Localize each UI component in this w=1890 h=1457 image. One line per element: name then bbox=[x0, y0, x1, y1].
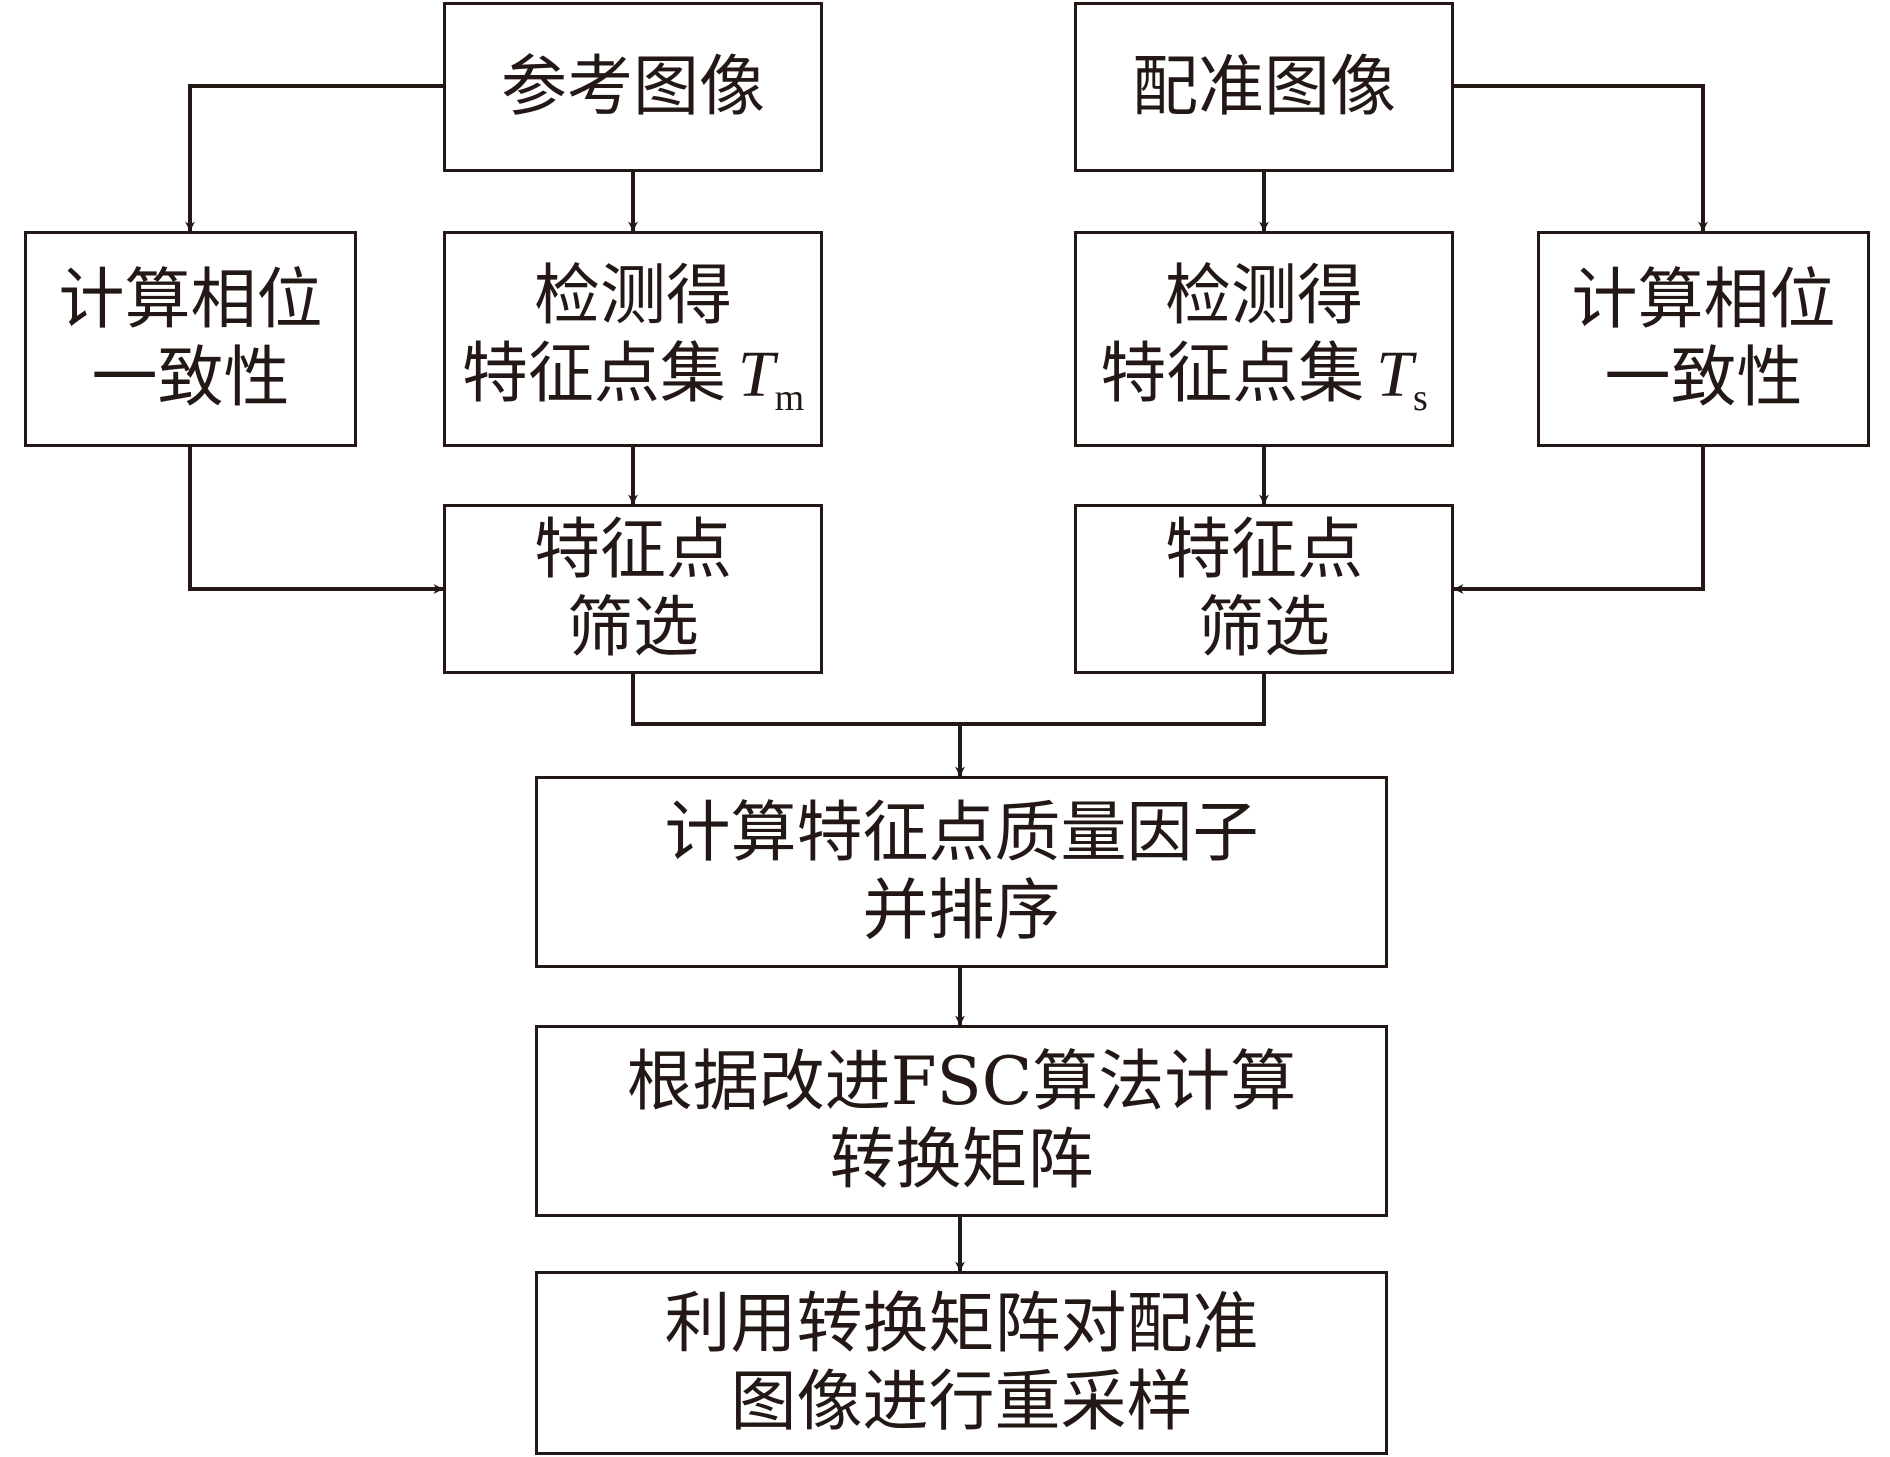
reference-image-label: 参考图像 bbox=[501, 48, 765, 126]
phase-congruency-left-box: 计算相位 一致性 bbox=[24, 231, 357, 447]
feature-set-subscript-right: s bbox=[1412, 377, 1428, 420]
feature-set-symbol-left: T bbox=[737, 338, 775, 412]
phase-congruency-right-line2: 一致性 bbox=[1604, 339, 1803, 416]
feature-filter-left-line2: 筛选 bbox=[567, 589, 699, 666]
quality-factor-line2: 并排序 bbox=[862, 872, 1061, 949]
phase-congruency-right-box: 计算相位 一致性 bbox=[1537, 231, 1870, 447]
transform-matrix-box: 根据改进FSC算法计算 转换矩阵 bbox=[535, 1025, 1388, 1217]
phase-congruency-left-line1: 计算相位 bbox=[58, 261, 323, 339]
phase-left-to-filter-arrow bbox=[188, 447, 444, 594]
detect-features-right-line1: 检测得 bbox=[1165, 257, 1363, 335]
transform-matrix-line1: 根据改进FSC算法计算 bbox=[626, 1043, 1297, 1121]
reg-to-phase-right-arrow bbox=[1454, 84, 1708, 232]
detect-features-left-text: 特征点集 bbox=[461, 335, 726, 413]
transform-matrix-line2: 转换矩阵 bbox=[829, 1121, 1094, 1198]
feature-filter-right-line1: 特征点 bbox=[1165, 511, 1363, 589]
feature-filter-left-box: 特征点 筛选 bbox=[443, 504, 823, 674]
quality-factor-line1: 计算特征点质量因子 bbox=[664, 794, 1259, 872]
quality-factor-box: 计算特征点质量因子 并排序 bbox=[535, 776, 1388, 968]
resample-box: 利用转换矩阵对配准 图像进行重采样 bbox=[535, 1271, 1388, 1455]
phase-right-to-filter-arrow bbox=[1453, 447, 1705, 594]
detect-features-right-text: 特征点集 bbox=[1100, 335, 1365, 413]
phase-congruency-left-line2: 一致性 bbox=[91, 339, 290, 416]
reference-image-box: 参考图像 bbox=[443, 2, 823, 172]
resample-line2: 图像进行重采样 bbox=[730, 1363, 1193, 1440]
feature-filter-left-line1: 特征点 bbox=[534, 511, 732, 589]
detect-features-left-line1: 检测得 bbox=[534, 257, 732, 335]
feature-set-subscript-left: m bbox=[774, 377, 805, 420]
feature-filter-right-line2: 筛选 bbox=[1198, 589, 1330, 666]
registration-image-box: 配准图像 bbox=[1074, 2, 1454, 172]
feature-filter-right-box: 特征点 筛选 bbox=[1074, 504, 1454, 674]
registration-image-label: 配准图像 bbox=[1132, 48, 1396, 126]
feature-set-symbol-right: T bbox=[1376, 338, 1413, 412]
phase-congruency-right-line1: 计算相位 bbox=[1571, 261, 1836, 339]
resample-line1: 利用转换矩阵对配准 bbox=[664, 1285, 1259, 1363]
filter-left-merge-line bbox=[631, 674, 960, 726]
ref-to-phase-left-arrow bbox=[185, 84, 443, 232]
filter-right-merge-line bbox=[960, 674, 1266, 726]
